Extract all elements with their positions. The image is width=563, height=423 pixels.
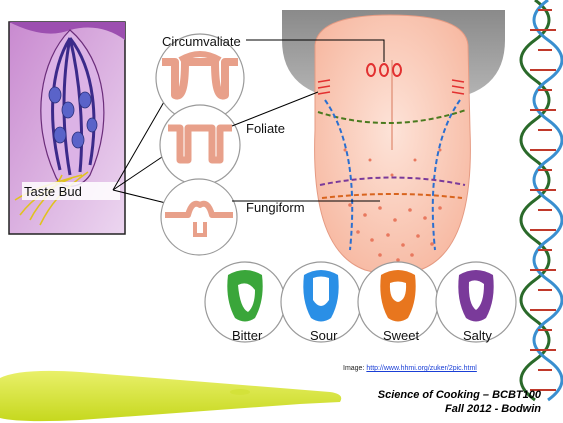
taste-bud-illustration xyxy=(9,22,125,234)
image-credit-prefix: Image: xyxy=(343,365,366,372)
image-credit-link[interactable]: http://www.hhmi.org/zuker/2pic.html xyxy=(366,365,477,372)
bitter-label: Bitter xyxy=(232,328,263,343)
footer-term: Fall 2012 - Bodwin xyxy=(378,402,541,416)
fungiform-label: Fungiform xyxy=(246,200,305,215)
footer: Science of Cooking – BCBT100 Fall 2012 -… xyxy=(378,388,541,416)
tongue-illustration xyxy=(282,10,505,274)
circumvaliate-label: Circumvaliate xyxy=(162,34,241,49)
fungiform-illustration xyxy=(161,179,237,255)
salty-label: Salty xyxy=(463,328,492,343)
taste-bud-label: Taste Bud xyxy=(24,184,82,199)
image-credit: Image: http://www.hhmi.org/zuker/2pic.ht… xyxy=(343,365,477,372)
sour-label: Sour xyxy=(310,328,338,343)
foliate-illustration xyxy=(160,105,240,185)
sweet-label: Sweet xyxy=(383,328,420,343)
footer-course: Science of Cooking – BCBT100 xyxy=(378,388,541,402)
dna-helix-decoration xyxy=(521,0,562,400)
foliate-label: Foliate xyxy=(246,121,285,136)
spatula-decoration xyxy=(0,371,341,421)
